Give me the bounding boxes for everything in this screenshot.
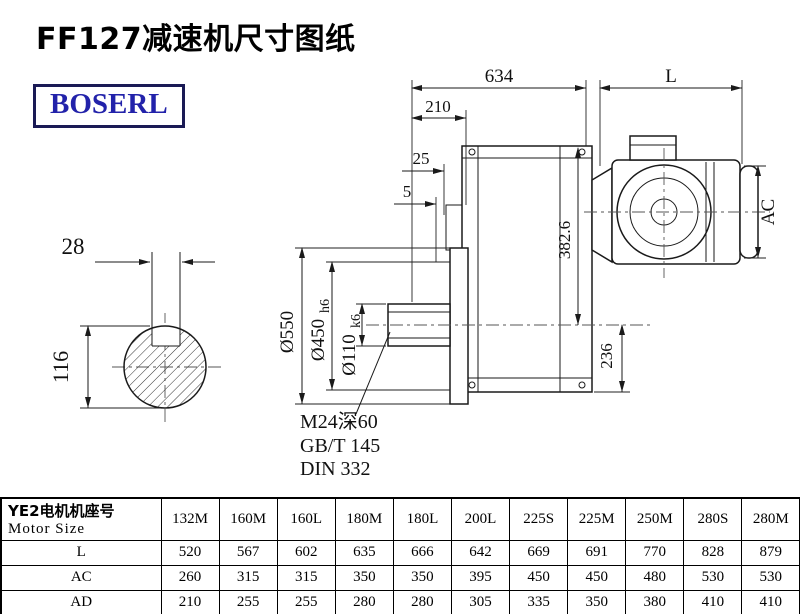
col-header-180m: 180M — [334, 497, 394, 541]
dim-key-width: 28 — [62, 234, 85, 259]
col-header-280m: 280M — [741, 497, 800, 541]
col-header-225s: 225S — [509, 497, 569, 541]
table-cell: 380 — [625, 589, 685, 614]
col-header-132m: 132M — [160, 497, 220, 541]
row-label-ac: AC — [0, 564, 162, 591]
dim-382-6: 382.6 — [555, 221, 574, 259]
col-header-280s: 280S — [683, 497, 743, 541]
table-cell: 602 — [276, 539, 336, 566]
table-cell: 450 — [509, 564, 569, 591]
table-header-motor-size: YE2电机机座号 Motor Size — [0, 497, 162, 541]
col-header-225m: 225M — [567, 497, 627, 541]
table-cell: 255 — [218, 589, 278, 614]
shaft-hatch — [124, 326, 206, 408]
table-cell: 350 — [334, 564, 394, 591]
dim-25: 25 — [413, 149, 430, 168]
table-cell: 450 — [567, 564, 627, 591]
table-cell: 770 — [625, 539, 685, 566]
dim-236: 236 — [597, 343, 616, 369]
table-cell: 635 — [334, 539, 394, 566]
dim-section-height: 116 — [48, 351, 73, 383]
output-flange — [449, 247, 469, 405]
dimensions: 634 L 210 25 5 Ø550 Ø450 h6 — [277, 66, 779, 405]
table-cell: 350 — [567, 589, 627, 614]
table-row-l: L 520 567 602 635 666 642 669 691 770 82… — [0, 539, 800, 566]
dim-overall-width: 634 — [485, 66, 514, 87]
table-cell: 666 — [392, 539, 452, 566]
dim-5: 5 — [403, 182, 412, 201]
dim-motor-length: L — [665, 66, 677, 87]
table-cell: 480 — [625, 564, 685, 591]
table-cell: 280 — [392, 589, 452, 614]
motor-bell-housing — [591, 166, 613, 264]
col-header-160l: 160L — [276, 497, 336, 541]
table-cell: 828 — [683, 539, 743, 566]
col-header-180l: 180L — [392, 497, 452, 541]
table-cell: 260 — [160, 564, 220, 591]
table-cell: 530 — [683, 564, 743, 591]
table-cell: 255 — [276, 589, 336, 614]
table-cell: 530 — [741, 564, 800, 591]
page-title: FF127减速机尺寸图纸 — [36, 22, 356, 57]
table-cell: 350 — [392, 564, 452, 591]
shaft-section-view: 28 116 — [48, 234, 222, 423]
table-cell: 669 — [509, 539, 569, 566]
table-cell: 410 — [741, 589, 800, 614]
table-cell: 305 — [450, 589, 511, 614]
keyway-slot — [152, 323, 180, 346]
brand-logo: BOSERL — [33, 84, 185, 128]
motor-view — [584, 135, 770, 278]
dim-flange-spigot-tol: h6 — [318, 299, 333, 313]
header-cn: YE2电机机座号 — [8, 502, 115, 521]
table-cell: 395 — [450, 564, 511, 591]
dim-flange-spigot: Ø450 — [308, 319, 329, 361]
table-cell: 879 — [741, 539, 800, 566]
col-header-250m: 250M — [625, 497, 685, 541]
table-cell: 642 — [450, 539, 511, 566]
col-header-160m: 160M — [218, 497, 278, 541]
dim-motor-od: AC — [758, 199, 779, 225]
table-cell: 520 — [160, 539, 220, 566]
note-standard-gb: GB/T 145 — [300, 435, 380, 457]
table-cell: 315 — [276, 564, 336, 591]
dim-210: 210 — [425, 97, 451, 116]
header-en: Motor Size — [8, 521, 86, 538]
table-cell: 335 — [509, 589, 569, 614]
technical-drawing: 28 116 — [48, 66, 779, 480]
col-header-200l: 200L — [450, 497, 511, 541]
table-cell: 410 — [683, 589, 743, 614]
dim-flange-od: Ø550 — [277, 311, 298, 353]
notes: M24深60 GB/T 145 DIN 332 — [300, 331, 391, 480]
dim-shaft-bore: Ø110 — [339, 334, 360, 376]
table-row-ad: AD 210 255 255 280 280 305 335 350 380 4… — [0, 589, 800, 614]
dim-shaft-bore-tol: k6 — [349, 314, 364, 328]
table-cell: 315 — [218, 564, 278, 591]
motor-size-table: YE2电机机座号 Motor Size 132M 160M 160L 180M … — [0, 497, 800, 614]
gearbox-view — [366, 145, 652, 405]
row-label-ad: AD — [0, 589, 162, 614]
table-cell: 691 — [567, 539, 627, 566]
table-cell: 280 — [334, 589, 394, 614]
note-standard-din: DIN 332 — [300, 458, 371, 480]
table-cell: 210 — [160, 589, 220, 614]
table-cell: 567 — [218, 539, 278, 566]
terminal-box — [629, 135, 677, 161]
table-row-ac: AC 260 315 315 350 350 395 450 450 480 5… — [0, 564, 800, 591]
gearbox-body — [461, 145, 593, 393]
row-label-l: L — [0, 539, 162, 566]
note-tapped-hole: M24深60 — [300, 410, 378, 433]
